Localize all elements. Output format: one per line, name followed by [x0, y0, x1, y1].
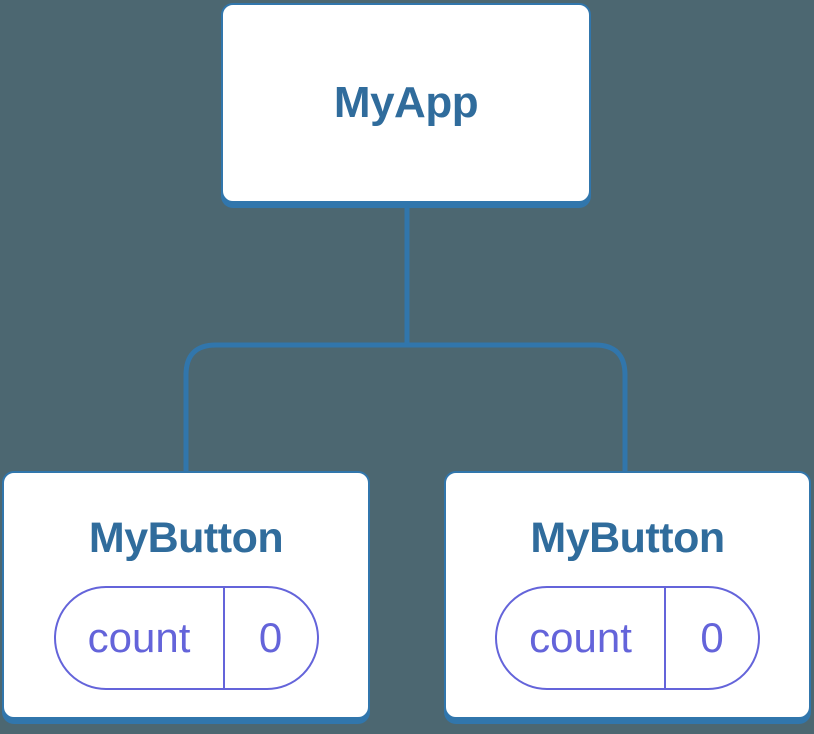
mybutton-left-label: MyButton	[88, 514, 284, 562]
myapp-label: MyApp	[333, 78, 479, 127]
state-pill-right-name-cell: count	[497, 588, 666, 688]
mybutton-node-left: MyButton count 0	[2, 471, 370, 719]
state-value-left: 0	[258, 614, 283, 661]
branch-bracket-line	[183, 342, 628, 473]
state-name-right: count	[529, 614, 632, 661]
state-pill-left-name-cell: count	[56, 588, 225, 688]
state-name-left: count	[87, 614, 191, 661]
state-pill-left-value-cell: 0	[225, 588, 317, 688]
state-pill-left: count 0	[53, 586, 319, 690]
mybutton-right-label: MyButton	[530, 514, 725, 562]
mybutton-node-right: MyButton count 0	[444, 471, 811, 719]
state-value-right: 0	[700, 614, 724, 661]
state-pill-right-value-cell: 0	[666, 588, 758, 688]
myapp-node: MyApp	[221, 3, 591, 203]
state-pill-right: count 0	[495, 586, 760, 690]
